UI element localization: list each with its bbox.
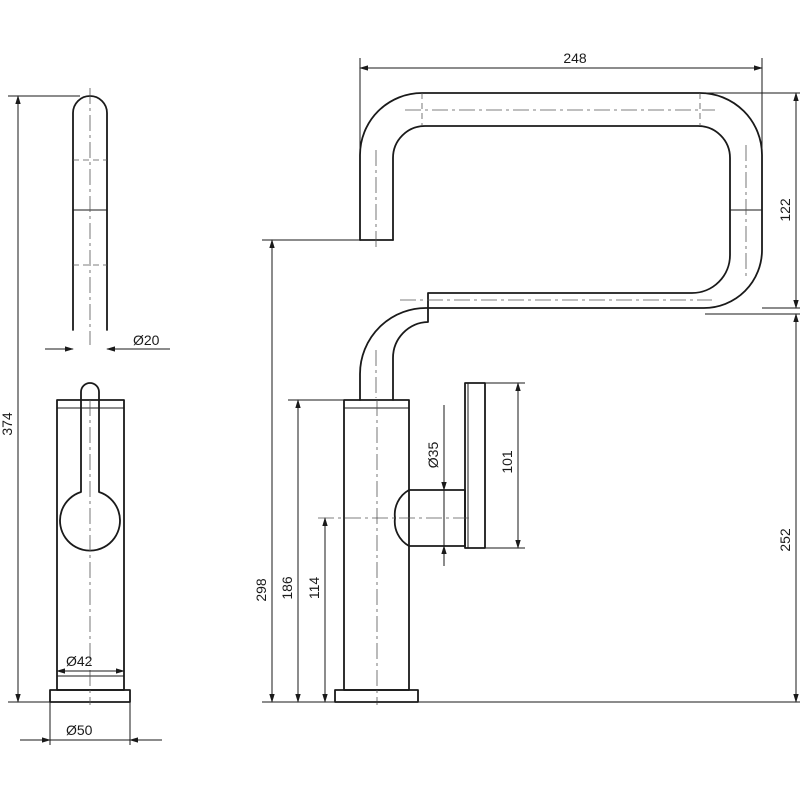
dim-spout-diameter-label: Ø20	[133, 332, 160, 348]
side-body	[343, 399, 410, 691]
side-view	[318, 92, 763, 705]
dim-spout-outlet-height-label: 252	[777, 528, 793, 552]
dim-lever-diameter-label: Ø35	[425, 442, 441, 469]
front-lever	[59, 382, 121, 552]
dimension-lines	[8, 58, 800, 745]
dimension-labels: 374 Ø20 Ø42 Ø50 248 122 252 298 186 114 …	[0, 50, 793, 738]
dim-spout-upper-height-label: 122	[777, 198, 793, 222]
dim-body-height-label: 186	[279, 576, 295, 600]
dim-lever-length-label: 101	[499, 450, 515, 474]
dim-spout-reach-label: 248	[563, 50, 587, 66]
dim-lower-spout-height-label: 298	[253, 578, 269, 602]
dim-overall-height-label: 374	[0, 412, 15, 436]
dim-lever-axis-height-label: 114	[306, 577, 322, 600]
front-spout-tube	[72, 95, 108, 331]
side-spout-outer	[359, 92, 763, 401]
front-body	[56, 399, 125, 691]
dim-base-diameter-label: Ø50	[66, 722, 93, 738]
side-lever-hub	[393, 489, 466, 547]
dim-body-diameter-label: Ø42	[66, 653, 93, 669]
side-base-plate	[334, 689, 419, 703]
side-lever-handle	[464, 382, 486, 549]
side-spout-inner	[392, 125, 731, 401]
front-view	[49, 88, 131, 705]
